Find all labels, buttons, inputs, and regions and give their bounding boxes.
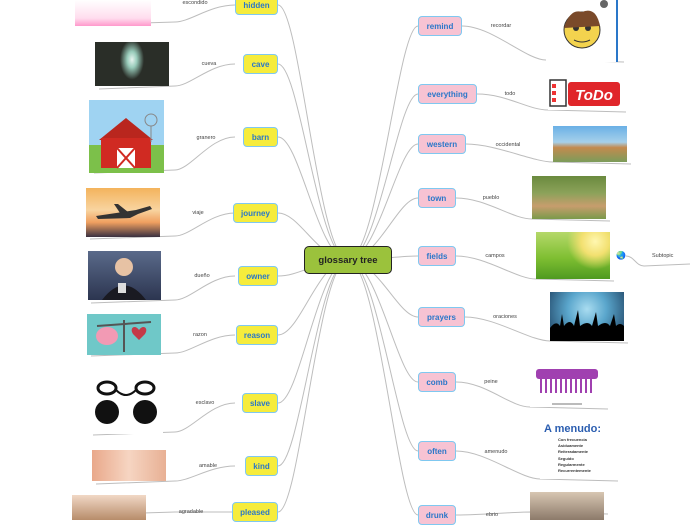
connector-right-img-5 — [464, 316, 629, 344]
node-hidden[interactable]: hidden — [235, 0, 278, 15]
connector-right-img-2 — [465, 143, 632, 165]
amenudo-title: A menudo: — [544, 423, 602, 435]
node-owner[interactable]: owner — [238, 266, 278, 286]
amenudo-line-1: Con frecuencia — [558, 437, 587, 442]
brain-heart-scale-picture — [87, 314, 161, 355]
translation-oraciones: oraciones — [493, 314, 517, 320]
shackled-hands-picture — [89, 370, 163, 434]
connector-right-7 — [347, 259, 419, 452]
amenudo-line-3: Reiteradamente — [558, 449, 589, 455]
amenudo-line-5: Regularmente — [558, 461, 585, 467]
node-prayers[interactable]: prayers — [418, 307, 465, 327]
connector-right-img-8 — [455, 511, 609, 516]
connector-right-6 — [347, 259, 419, 383]
connector-left-img-7 — [95, 465, 236, 485]
translation-todo: todo — [504, 91, 516, 97]
translation-granero: granero — [196, 135, 216, 141]
translation-dueno: dueño — [194, 273, 210, 279]
connector-right-img-6 — [455, 381, 609, 410]
amenudo-list-picture: A menudo: Con frecuencia Asiduamente Rei… — [540, 421, 614, 479]
amenudo-line-4: Seguido — [558, 455, 574, 461]
village-picture — [532, 176, 606, 219]
todo-picture-text: ToDo — [575, 87, 613, 104]
connector-left-img-5 — [90, 334, 236, 357]
connector-right-img-4 — [455, 255, 615, 282]
connector-right-1 — [347, 93, 419, 261]
node-western[interactable]: western — [418, 134, 466, 154]
translation-escondido: escondido — [182, 0, 208, 6]
airplane-picture — [86, 188, 160, 237]
connector-right-img-1 — [476, 93, 627, 113]
translation-pueblo: pueblo — [482, 195, 500, 201]
translation-peine: peine — [484, 379, 498, 385]
central-topic[interactable]: glossary tree — [304, 246, 392, 274]
connector-left-2 — [277, 136, 349, 261]
green-fields-picture — [536, 232, 610, 279]
translation-cueva: cueva — [201, 61, 217, 67]
connector-left-img-2 — [93, 136, 236, 174]
node-often[interactable]: often — [418, 441, 456, 461]
node-slave[interactable]: slave — [242, 393, 278, 413]
connector-left-8 — [277, 259, 349, 513]
holding-hands-picture — [92, 450, 166, 481]
node-drunk[interactable]: drunk — [418, 505, 456, 525]
connector-right-img-3 — [455, 197, 611, 222]
western-town-picture — [553, 126, 627, 162]
translation-agradable: agradable — [178, 509, 204, 515]
translation-razon: razon — [193, 332, 207, 338]
businessman-picture — [88, 251, 161, 300]
translation-campos: campos — [485, 253, 505, 259]
connector-right-img-0 — [461, 25, 625, 63]
amenudo-lines: Con frecuencia Asiduamente Reiteradament… — [558, 437, 614, 474]
node-cave[interactable]: cave — [243, 54, 278, 74]
connector-left-img-8 — [75, 511, 236, 516]
thinking-boy-picture — [546, 0, 618, 62]
connector-right-0 — [347, 25, 419, 261]
hidden-picture — [75, 0, 151, 26]
connector-left-img-6 — [92, 402, 236, 436]
subtopic-label[interactable]: Subtopic — [652, 253, 674, 259]
connector-left-1 — [277, 63, 349, 261]
node-kind[interactable]: kind — [245, 456, 278, 476]
translation-ebrio: ebrio — [485, 512, 499, 518]
node-comb[interactable]: comb — [418, 372, 456, 392]
globe-icon: 🌏 — [616, 251, 626, 260]
translation-viaje: viaje — [192, 210, 204, 216]
node-journey[interactable]: journey — [233, 203, 278, 223]
connector-left-img-0 — [79, 4, 236, 26]
translation-amable: amable — [198, 463, 218, 469]
translation-esclavo: esclavo — [195, 400, 215, 406]
connector-left-7 — [277, 259, 349, 467]
node-pleased[interactable]: pleased — [232, 502, 278, 522]
translation-amenudo: amenudo — [484, 449, 508, 455]
connector-left-img-4 — [90, 275, 236, 304]
node-fields[interactable]: fields — [418, 246, 456, 266]
node-remind[interactable]: remind — [418, 16, 462, 36]
barn-picture — [89, 100, 164, 173]
connector-left-6 — [277, 259, 349, 404]
cave-picture — [95, 42, 169, 86]
crowd-silhouette-picture — [550, 292, 624, 341]
connector-left-0 — [277, 4, 349, 261]
translation-occidental: occidental — [495, 142, 521, 148]
connector-subtopic — [625, 255, 691, 267]
connector-right-8 — [347, 259, 419, 516]
connector-right-img-7 — [455, 450, 619, 482]
purple-comb-picture — [530, 355, 604, 407]
node-barn[interactable]: barn — [243, 127, 278, 147]
amenudo-line-2: Asiduamente — [558, 443, 584, 449]
node-everything[interactable]: everything — [418, 84, 477, 104]
node-reason[interactable]: reason — [236, 325, 278, 345]
drunk-man-picture — [530, 492, 604, 520]
translation-recordar: recordar — [490, 23, 512, 29]
amenudo-line-6: Recurrentemente — [558, 468, 591, 474]
smiling-woman-picture — [72, 495, 146, 520]
connector-left-img-1 — [98, 63, 236, 90]
connector-left-img-3 — [89, 212, 236, 240]
node-town[interactable]: town — [418, 188, 456, 208]
todo-checklist-picture: ToDo — [548, 76, 622, 110]
